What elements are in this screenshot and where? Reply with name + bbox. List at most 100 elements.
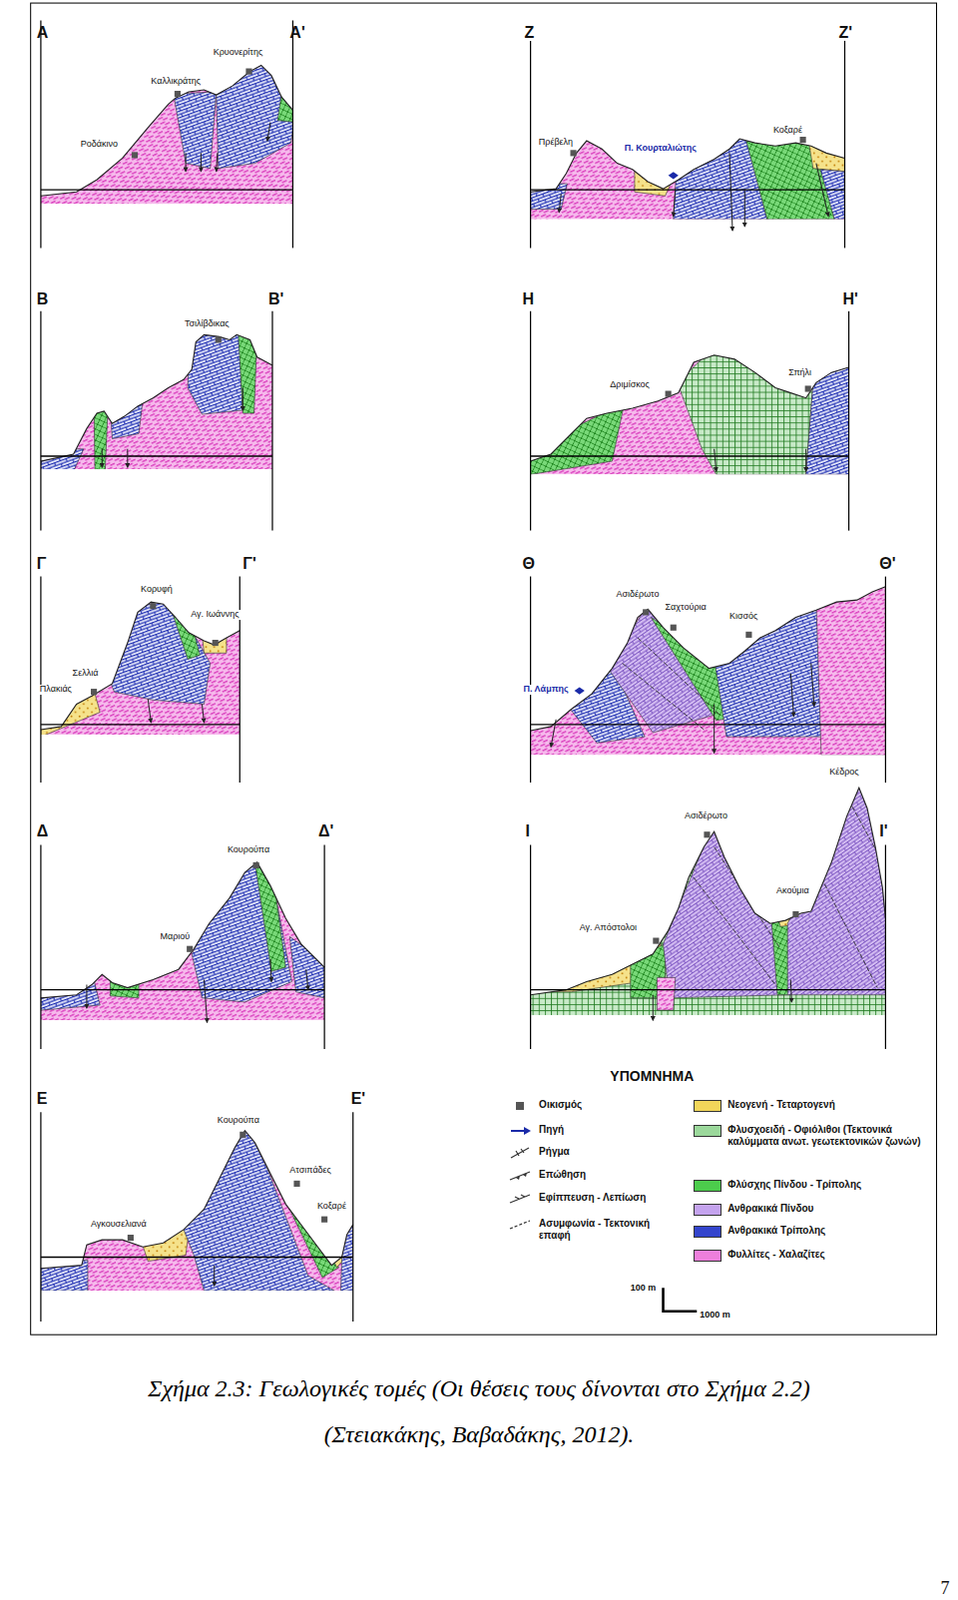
scale-label: 1000 m	[699, 1310, 731, 1321]
fault-symbol	[270, 958, 272, 981]
section-edge	[352, 1111, 354, 1322]
settlement-marker	[212, 639, 219, 646]
section-letter: Η'	[842, 290, 858, 309]
section-edge	[324, 844, 326, 1048]
settlement-marker	[149, 602, 156, 609]
section-edge	[39, 844, 41, 1048]
river-name: Π. Λάμπης	[521, 684, 569, 695]
rock-unit	[183, 1122, 335, 1292]
settlement-symbol	[515, 1101, 524, 1110]
spring-symbol	[574, 687, 585, 695]
section-letter: Ε'	[351, 1089, 366, 1108]
settlement-marker	[321, 1216, 328, 1223]
section-edge	[39, 576, 41, 784]
legend-swatch	[693, 1179, 722, 1192]
settlement-marker	[703, 831, 710, 838]
legend-entry: Φυλλίτες - Χαλαζίτες	[693, 1248, 928, 1262]
section-letter: Θ	[521, 555, 534, 574]
legend-entry: Ασυμφωνία - Τεκτονική επαφή	[506, 1217, 659, 1242]
settlement-marker	[792, 911, 799, 918]
place-name: Μαριού	[158, 932, 191, 943]
section-baseline	[530, 723, 887, 725]
section-edge	[848, 311, 850, 531]
legend-entry: Οικισμός	[506, 1098, 659, 1113]
section-edge	[271, 311, 273, 531]
place-name: Ατσιπάδες	[288, 1165, 333, 1176]
place-name: Αγ. Απόστολοι	[578, 923, 638, 934]
section-baseline	[530, 188, 846, 190]
place-name: Κισσός	[728, 611, 759, 622]
fault-symbol	[805, 449, 807, 472]
figure-caption: Σχήμα 2.3: Γεωλογικές τομές (Οι θέσεις τ…	[84, 1365, 874, 1457]
section-letter: Η	[521, 290, 534, 309]
cross-section	[40, 19, 299, 248]
thrust-symbol	[515, 1172, 527, 1180]
section-letter: Θ'	[879, 555, 896, 574]
legend-swatch	[693, 1124, 722, 1137]
fault-symbol	[203, 978, 207, 1022]
settlement-marker	[239, 1131, 246, 1138]
settlement-marker	[800, 136, 807, 143]
legend-entry: Νεογενή - Τεταρτογενή	[693, 1098, 928, 1112]
legend-symbol	[506, 1217, 533, 1232]
topography-line	[40, 64, 294, 196]
legend-label: Νεογενή - Τεταρτογενή	[727, 1098, 928, 1111]
fault-symbol	[673, 188, 676, 217]
settlement-marker	[245, 67, 252, 74]
rock-unit	[187, 324, 243, 415]
fault-symbol	[185, 152, 187, 171]
fault-symbol	[242, 387, 244, 410]
section-edge	[39, 19, 41, 248]
topography-line	[40, 601, 240, 730]
rock-unit	[530, 183, 568, 210]
settlement-marker	[174, 90, 181, 97]
legend-entry: Φλυσχοειδή - Οφιόλιθοι (Τεκτονικά καλύμμ…	[693, 1123, 928, 1148]
rock-unit	[530, 311, 850, 476]
fault-symbol	[729, 152, 733, 231]
section-letter: Δ'	[318, 822, 334, 841]
place-name: Κρυονερίτης	[212, 47, 265, 58]
scale-bar	[663, 1287, 698, 1312]
section-letter: Ζ	[523, 23, 534, 42]
rock-unit	[237, 324, 257, 414]
rock-unit	[530, 403, 625, 476]
river-name: Π. Κουρταλιώτης	[623, 143, 698, 154]
rock-unit	[216, 55, 299, 168]
section-letter: Ι	[525, 822, 530, 841]
place-name: Κοξαρέ	[316, 1202, 348, 1213]
rock-unit	[40, 311, 273, 470]
legend-entry: Πηγή	[506, 1123, 659, 1138]
fault-symbol	[558, 193, 561, 212]
rock-unit	[663, 821, 789, 998]
overthrust-symbol	[509, 1194, 530, 1203]
section-letter: Γ	[36, 555, 47, 574]
section-edge	[529, 311, 531, 531]
section-edge	[529, 40, 531, 249]
legend-swatch	[693, 1099, 722, 1112]
rock-unit	[277, 93, 298, 123]
fault-symbol	[101, 449, 103, 468]
rock-unit	[530, 576, 887, 756]
settlement-marker	[745, 631, 752, 638]
fault-symbol	[652, 994, 654, 1021]
section-letter: Α'	[289, 23, 305, 42]
rock-unit	[40, 1111, 354, 1291]
legend-symbol	[506, 1098, 533, 1113]
fault-symbol	[790, 978, 792, 1001]
fault-symbol	[816, 163, 829, 217]
section-letter: Ι'	[879, 822, 888, 841]
place-name: Πλακιάς	[38, 684, 73, 695]
page-number: 7	[941, 1578, 951, 1599]
settlement-marker	[665, 391, 672, 398]
fault-symbol	[306, 968, 309, 989]
place-name: Αγκουσελιανά	[89, 1219, 148, 1230]
cross-section	[530, 40, 846, 249]
settlement-marker	[652, 938, 659, 945]
legend-swatch	[693, 1203, 722, 1216]
settlement-marker	[215, 336, 222, 343]
rock-unit	[289, 936, 325, 997]
section-baseline	[40, 988, 325, 990]
place-name: Κουρούπα	[216, 1115, 261, 1126]
legend-label: Φλύσχης Πίνδου - Τρίπολης	[727, 1178, 928, 1191]
settlement-marker	[127, 1234, 134, 1241]
